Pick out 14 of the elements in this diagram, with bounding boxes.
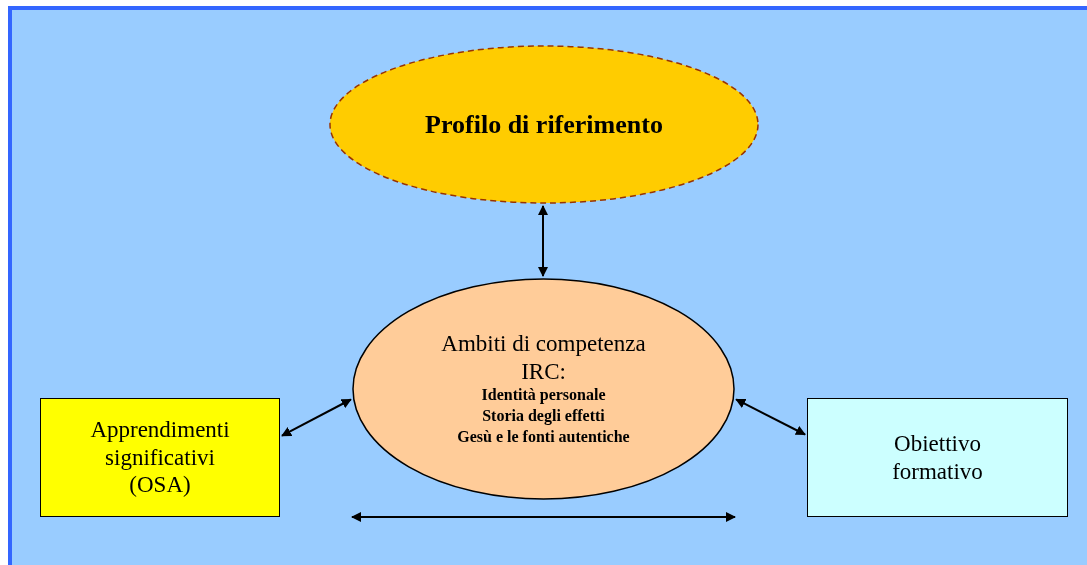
ellipse [352,278,735,500]
node-title: Obiettivo formativo [891,429,984,486]
node-title: Apprendimenti significativi (OSA) [89,416,231,499]
list-item: Identità personale [481,385,606,406]
arrow [538,205,548,277]
arrow [735,398,806,436]
node-title: Profilo di riferimento [425,108,663,141]
arrow [281,398,352,437]
node-title: Ambiti di competenza IRC: [440,330,647,386]
dashed-ellipse [329,45,759,204]
list-item: Storia degli effetti [482,406,605,427]
rectangle-box [807,398,1068,517]
list-item: Gesù e le fonti autentiche [457,427,630,447]
rectangle-box [40,398,280,517]
